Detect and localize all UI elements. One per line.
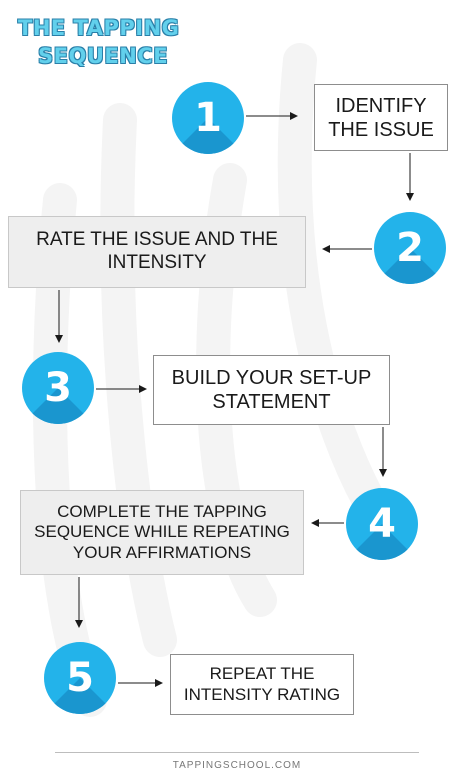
step-1-circle: 1 <box>172 82 244 154</box>
footer-divider <box>55 752 419 753</box>
step-2-box: RATE THE ISSUE AND THE INTENSITY <box>8 216 306 288</box>
title-line-2: SEQUENCE <box>38 44 169 68</box>
step-2-circle: 2 <box>374 212 446 284</box>
step-5-number: 5 <box>66 655 94 701</box>
title-line-1: THE TAPPING <box>18 16 180 40</box>
step-3-number: 3 <box>44 365 72 411</box>
step-1-number: 1 <box>194 95 222 141</box>
footer-url: TAPPINGSCHOOL.COM <box>172 760 302 771</box>
step-3-box: BUILD YOUR SET-UP STATEMENT <box>153 355 390 425</box>
step-3-circle: 3 <box>22 352 94 424</box>
step-5-circle: 5 <box>44 642 116 714</box>
step-4-circle: 4 <box>346 488 418 560</box>
step-5-box: REPEAT THE INTENSITY RATING <box>170 654 354 715</box>
step-4-number: 4 <box>368 501 396 547</box>
step-1-box: IDENTIFY THE ISSUE <box>314 84 448 151</box>
step-2-number: 2 <box>396 225 424 271</box>
step-4-box: COMPLETE THE TAPPING SEQUENCE WHILE REPE… <box>20 490 304 575</box>
